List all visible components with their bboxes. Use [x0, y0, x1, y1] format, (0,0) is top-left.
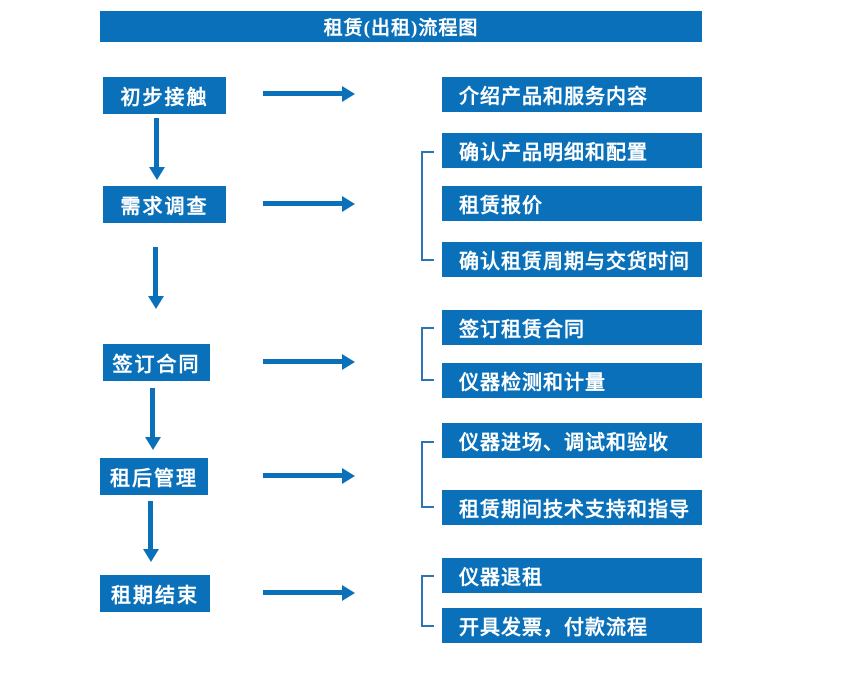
down-arrow	[143, 501, 159, 562]
stage-box-demand-survey: 需求调查	[103, 186, 226, 223]
flowchart-title: 租赁(出租)流程图	[100, 11, 702, 42]
stage-box-post-rental-management: 租后管理	[100, 458, 208, 495]
group-bracket	[421, 575, 434, 627]
right-arrow	[263, 585, 355, 601]
output-box: 租赁报价	[442, 186, 702, 221]
right-arrow	[263, 196, 355, 212]
right-arrow	[263, 354, 355, 370]
output-box: 签订租赁合同	[442, 310, 702, 345]
down-arrow	[149, 118, 165, 180]
down-arrow	[145, 388, 161, 450]
stage-box-rental-end: 租期结束	[100, 575, 210, 612]
output-box: 开具发票，付款流程	[442, 608, 702, 643]
output-box: 确认产品明细和配置	[442, 133, 702, 168]
output-box: 确认租赁周期与交货时间	[442, 242, 702, 277]
stage-box-initial-contact: 初步接触	[103, 77, 226, 114]
output-box: 仪器进场、调试和验收	[442, 423, 702, 458]
output-box: 介绍产品和服务内容	[442, 77, 702, 112]
right-arrow	[263, 468, 355, 484]
output-box: 租赁期间技术支持和指导	[442, 490, 702, 525]
group-bracket	[421, 327, 434, 381]
output-box: 仪器检测和计量	[442, 363, 702, 398]
stage-box-sign-contract: 签订合同	[103, 344, 210, 381]
group-bracket	[421, 441, 434, 508]
right-arrow	[263, 86, 355, 102]
output-box: 仪器退租	[442, 558, 702, 593]
down-arrow	[148, 247, 164, 309]
group-bracket	[421, 151, 434, 261]
